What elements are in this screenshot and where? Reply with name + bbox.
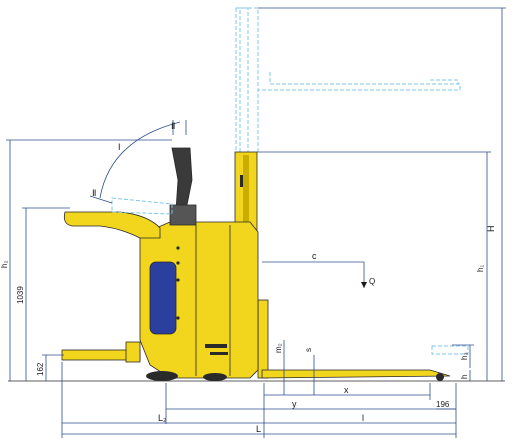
dimension-labels: Ⅱ I Ⅱ c Q H h₁ h₂ 1039 162 m₂ s h₃ h x y… [0,121,496,434]
label-upper-ii: Ⅱ [171,121,175,131]
label-total-l: L [256,424,261,434]
label-c: c [312,251,317,261]
label-1039: 1039 [16,286,25,304]
label-x: x [344,385,349,395]
label-s: s [304,348,313,352]
label-h3: h₃ [460,352,469,360]
tiller-angle-arcs [89,120,187,204]
raised-mast-ghost [235,7,461,154]
label-h: h [460,375,469,379]
label-162: 162 [36,362,45,376]
label-y: y [292,399,297,409]
label-196: 196 [436,400,450,409]
label-angle-i: I [118,142,121,152]
label-m2: m₂ [274,343,283,353]
length-dimensions [61,362,457,438]
label-l2: L₂ [158,413,167,423]
label-load-q: Q [369,277,375,286]
truck-chassis [139,221,259,381]
right-height-dimensions [257,7,506,381]
left-height-dimensions [6,139,172,381]
label-l: l [362,413,364,423]
forks [257,299,451,381]
label-height-h2: h₂ [0,260,9,268]
load-centre-dimension [262,261,367,288]
label-height-h: H [486,226,496,233]
fork-clearance-dimensions [283,340,315,395]
label-lower-ii: Ⅱ [92,188,96,198]
tiller-handle [111,147,197,226]
handrail [63,211,161,239]
operator-platform [61,341,141,363]
label-height-h1: h₁ [476,265,485,272]
lowered-fork-ghost [431,345,469,355]
